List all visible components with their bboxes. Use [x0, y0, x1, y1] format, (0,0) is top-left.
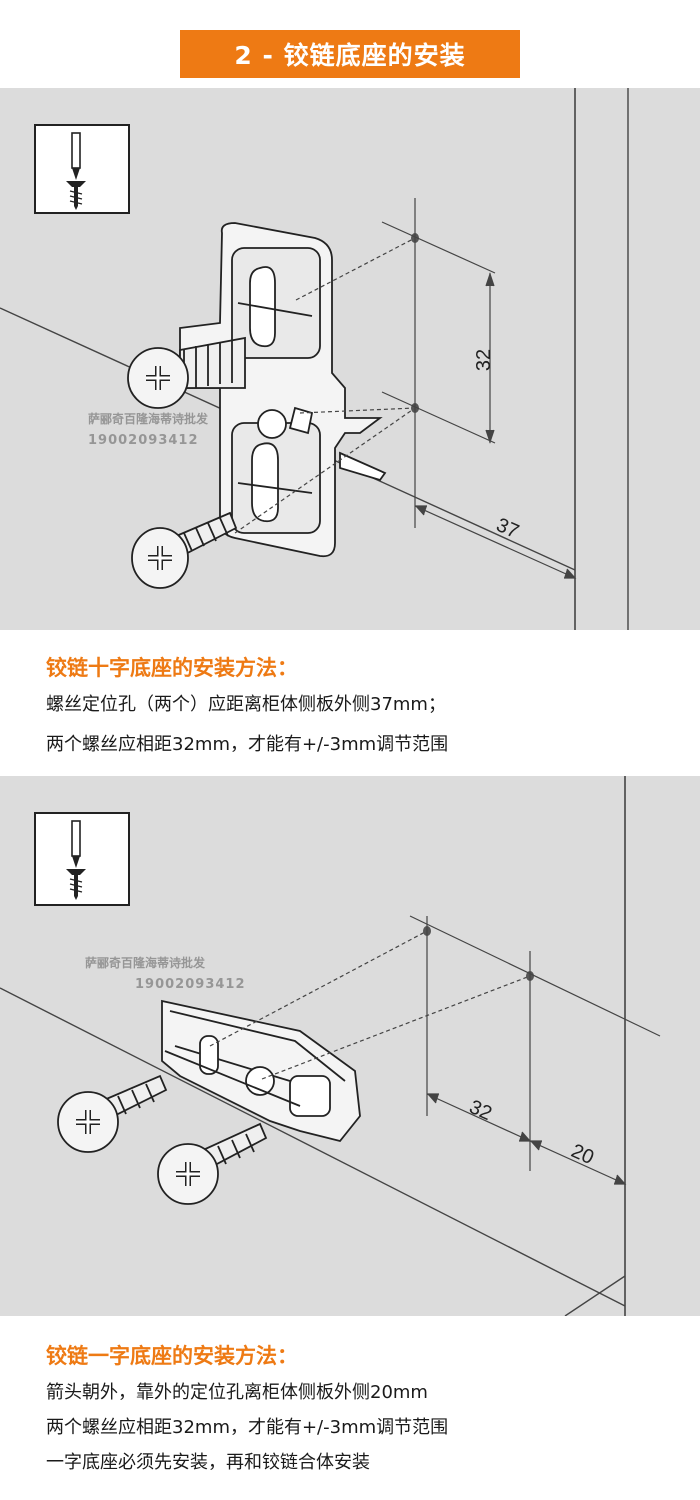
dimension-32-label: 32 — [466, 1096, 495, 1125]
section-2-line-2: 两个螺丝应相距32mm，才能有+/-3mm调节范围 — [46, 1417, 449, 1438]
section-2-line-3: 一字底座必须先安装，再和铰链合体安装 — [46, 1452, 370, 1473]
screwdriver-icon — [34, 124, 130, 214]
dimension-32-label: 32 — [473, 349, 495, 371]
screw-lower — [131, 511, 238, 589]
section-2-line-1: 箭头朝外，靠外的定位孔离柜体侧板外侧20mm — [46, 1382, 428, 1403]
watermark-shop: 萨郦奇百隆海蒂诗批发 — [88, 412, 209, 426]
screwdriver-icon — [34, 812, 130, 906]
linear-mounting-plate — [161, 999, 361, 1143]
watermark: 萨郦奇百隆海蒂诗批发 19002093412 — [88, 410, 208, 448]
watermark-phone: 19002093412 — [135, 977, 246, 992]
cross-mounting-plate — [179, 222, 387, 558]
dimension-37-label: 37 — [493, 514, 522, 543]
dashed-guides — [234, 237, 416, 534]
screw-left — [57, 1074, 168, 1153]
watermark: 萨郦奇百隆海蒂诗批发 19002093412 — [85, 954, 246, 992]
section-header-title: 2 - 铰链底座的安装 — [234, 41, 466, 70]
cross-base-illustration: 32 37 萨郦奇百隆海蒂诗批发 19002093412 — [0, 88, 700, 630]
screw-right — [157, 1122, 268, 1205]
cross-base-drawing: 32 37 — [0, 88, 629, 630]
watermark-phone: 19002093412 — [88, 433, 199, 448]
section-header: 2 - 铰链底座的安装 — [180, 30, 520, 78]
watermark-shop: 萨郦奇百隆海蒂诗批发 — [85, 956, 206, 970]
dimension-20-label: 20 — [568, 1140, 597, 1169]
screw-upper — [127, 336, 246, 409]
linear-base-drawing: 32 20 — [0, 776, 661, 1316]
section-1-line-2: 两个螺丝应相距32mm，才能有+/-3mm调节范围 — [46, 734, 449, 755]
linear-base-illustration: 32 20 萨郦奇百隆海蒂诗批发 19002093412 — [0, 776, 700, 1316]
section-2-title: 铰链一字底座的安装方法： — [46, 1344, 298, 1368]
dashed-guides — [209, 930, 531, 1080]
section-1-line-1: 螺丝定位孔（两个）应距离柜体侧板外侧37mm； — [46, 694, 446, 715]
section-1-title: 铰链十字底座的安装方法： — [46, 656, 298, 680]
